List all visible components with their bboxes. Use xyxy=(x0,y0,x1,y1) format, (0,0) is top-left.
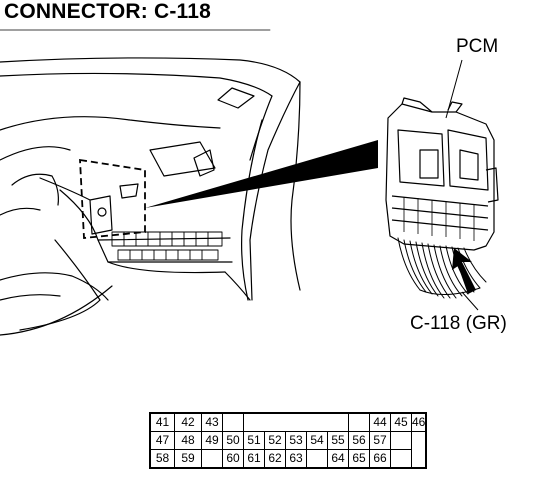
pin-cell: 60 xyxy=(222,449,244,469)
pin-cell-empty xyxy=(222,412,244,432)
pin-cell: 44 xyxy=(369,412,391,432)
pin-row-1: 41 42 43 44 45 46 xyxy=(149,412,427,432)
pin-cell: 50 xyxy=(222,431,244,450)
locator-box xyxy=(79,158,146,239)
leader-wedge xyxy=(145,140,378,208)
pin-cell: 41 xyxy=(149,412,175,432)
pin-cell: 46 xyxy=(411,412,427,432)
pin-cell: 48 xyxy=(174,431,202,450)
pin-cell: 47 xyxy=(149,431,175,450)
pin-cell: 55 xyxy=(327,431,349,450)
pin-cell: 54 xyxy=(306,431,328,450)
pin-row-3: 58 59 60 61 62 63 64 65 66 xyxy=(149,449,426,469)
connector-pin-table: 41 42 43 44 45 46 47 48 49 50 51 52 53 5… xyxy=(149,412,428,469)
connector-arrow xyxy=(452,248,476,294)
pin-cell: 56 xyxy=(348,431,370,450)
pin-cell: 64 xyxy=(327,449,349,469)
page-title: CONNECTOR: C-118 xyxy=(4,0,212,23)
pin-cell: 53 xyxy=(285,431,307,450)
pin-cell-empty xyxy=(243,412,349,432)
pin-cell-empty xyxy=(348,412,370,432)
pin-cell: 63 xyxy=(285,449,307,469)
pin-cell: 49 xyxy=(201,431,223,450)
pin-cell: 42 xyxy=(174,412,202,432)
pin-cell-empty: 65 xyxy=(348,449,370,469)
pin-cell-empty xyxy=(306,449,328,469)
connector-label: C-118 (GR) xyxy=(410,313,507,334)
pin-cell: 45 xyxy=(390,412,412,432)
pin-cell: 57 xyxy=(369,431,391,450)
pin-cell: 58 xyxy=(149,449,175,469)
pin-cell: 51 xyxy=(243,431,265,450)
pcm-module xyxy=(385,97,499,251)
pin-cell: 59 xyxy=(174,449,202,469)
pin-cell: 43 xyxy=(201,412,223,432)
pin-cell: 61 xyxy=(243,449,265,469)
pcm-leader-line xyxy=(445,59,463,119)
pin-cell-empty xyxy=(390,431,412,450)
pin-cell-empty xyxy=(201,449,223,469)
pin-row-2: 47 48 49 50 51 52 53 54 55 56 57 xyxy=(149,431,426,450)
pin-cell-empty xyxy=(390,449,412,469)
pin-cell-empty: 66 xyxy=(369,449,391,469)
pcm-label: PCM xyxy=(456,36,499,57)
pin-cell: 62 xyxy=(264,449,286,469)
connector-leader-line xyxy=(461,291,479,311)
pin-cell: 52 xyxy=(264,431,286,450)
